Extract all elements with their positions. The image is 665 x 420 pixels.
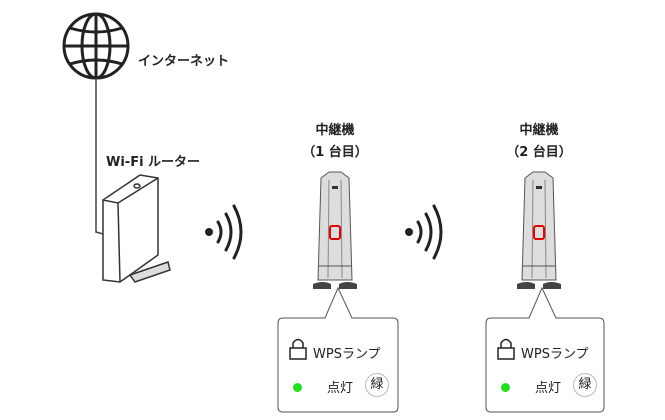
green-lamp-icon: [293, 383, 302, 392]
internet-label: インターネット: [138, 54, 230, 69]
title: 中継機: [315, 123, 355, 138]
wifi-waves-icon: [405, 204, 443, 260]
router-icon: [102, 174, 171, 283]
lock-icon: [289, 338, 307, 360]
status-text: 点灯: [327, 381, 354, 396]
repeater-1-title: 中継機 （1 台目）: [275, 120, 395, 164]
wps-lamp-label: WPSランプ: [313, 347, 381, 362]
globe-icon: [62, 12, 130, 80]
wps-lamp-label: WPSランプ: [521, 347, 589, 362]
subtitle: （1 台目）: [302, 145, 368, 160]
router-label: Wi-Fi ルーター: [106, 155, 201, 170]
status-text: 点灯: [535, 381, 562, 396]
repeater-2-device: [517, 171, 561, 289]
repeater-1-device: [313, 171, 357, 289]
lamp-status-1: WPSランプ 点灯 緑: [279, 319, 397, 411]
green-lamp-icon: [501, 383, 510, 392]
color-badge: 緑: [573, 373, 597, 397]
repeater-2-title: 中継機 （2 台目）: [479, 120, 599, 164]
lamp-status-2: WPSランプ 点灯 緑: [487, 319, 605, 411]
lock-icon: [497, 338, 515, 360]
subtitle: （2 台目）: [506, 145, 572, 160]
title: 中継機: [519, 123, 559, 138]
wifi-waves-icon: [205, 204, 243, 260]
color-badge: 緑: [365, 373, 389, 397]
